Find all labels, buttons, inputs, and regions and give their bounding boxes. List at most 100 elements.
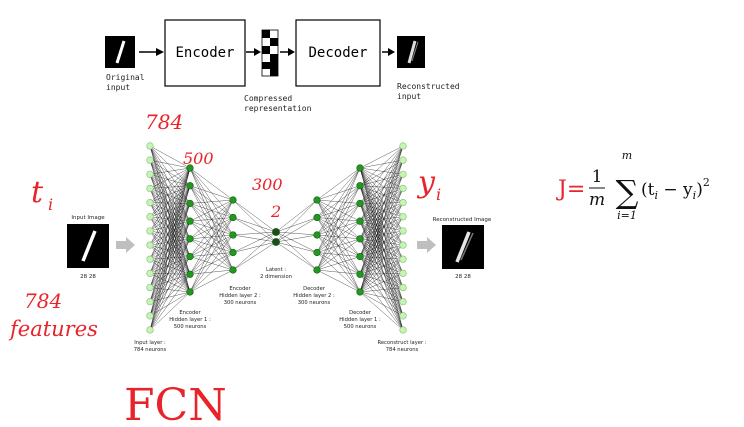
connection-line [149, 203, 191, 232]
connection-line [149, 167, 191, 331]
connection-line [359, 202, 404, 257]
enc-h2-label-3: 300 neurons [224, 300, 257, 306]
formula-lhs: J= [556, 177, 585, 202]
connection-line [275, 231, 318, 236]
output-neuron [399, 184, 407, 193]
enc-h1-label-1: Encoder [179, 310, 201, 316]
connection-line [149, 203, 191, 288]
connection-line [275, 231, 318, 271]
output-neuron [399, 255, 407, 263]
connection-line [189, 269, 234, 293]
dec-h1-neuron [356, 182, 364, 190]
reconstructed-label-2: input [397, 92, 421, 101]
connection-line [359, 216, 404, 257]
connection-line [189, 217, 234, 293]
connection-line [232, 231, 277, 271]
connection-line [149, 167, 191, 246]
connection-line [189, 252, 234, 293]
connection-line [359, 238, 404, 288]
enc-h1-neuron [186, 270, 194, 278]
connection-line [359, 291, 404, 316]
input-neuron [146, 170, 154, 178]
connection-line [275, 217, 318, 243]
connection-line [316, 185, 361, 271]
connection-line [359, 238, 404, 316]
enc-h1-neuron [186, 235, 194, 243]
connection-line [359, 256, 404, 316]
connection-line [359, 145, 404, 186]
connection-line [149, 185, 191, 316]
connection-line [275, 231, 318, 253]
connection-line [359, 256, 404, 288]
network-connections [149, 145, 404, 331]
formula-power: 2 [703, 176, 710, 189]
connection-line [149, 238, 191, 331]
connection-line [149, 167, 191, 288]
connection-line [149, 167, 191, 274]
input-neuron [146, 269, 154, 277]
connection-line [232, 241, 277, 253]
connection-line [189, 199, 234, 204]
dec-h1-neuron [356, 270, 364, 278]
dec-h2-neuron [313, 248, 321, 257]
input-neuron [146, 213, 154, 221]
output-neuron [399, 326, 407, 334]
digit-stroke [115, 40, 126, 64]
output-arrow [417, 237, 436, 253]
enc-h1-neuron [186, 199, 194, 208]
dec-h1-neuron [356, 217, 364, 225]
connection-line [149, 203, 191, 217]
connection-line [275, 241, 318, 271]
input-neuron [146, 312, 154, 320]
connection-line [232, 231, 277, 236]
connection-line [149, 174, 191, 204]
connection-line [316, 167, 361, 218]
loss-formula: J= 1 m m ∑ i=1 (ti − yi)2 [556, 149, 710, 222]
connection-line [316, 269, 361, 275]
dec-h2-neuron [313, 231, 321, 239]
arrow-head [288, 48, 295, 56]
formula-sub-2: i [693, 189, 697, 202]
output-neuron [399, 156, 407, 164]
connection-line [359, 160, 404, 239]
connection-line [359, 238, 404, 246]
connection-line [232, 241, 277, 271]
connection-line [359, 274, 404, 331]
dec-h2-label-1: Decoder [303, 286, 326, 292]
decoder-box [295, 19, 381, 87]
connection-line [359, 145, 404, 257]
connection-line [359, 160, 404, 293]
latent-label-1: Latent : [266, 267, 286, 273]
handwritten-annotations: 784 500 300 2 t i y i 784 features FCN [8, 110, 441, 427]
connection-line [359, 259, 404, 293]
enc-h1-neuron [186, 217, 194, 225]
reconstructed-image-title: Reconstructed Image [433, 217, 492, 223]
digit-blur [411, 41, 419, 62]
connection-line [232, 234, 277, 243]
connection-line [359, 274, 404, 302]
original-input-label-2: input [106, 83, 130, 92]
connection-line [359, 238, 404, 302]
connection-line [316, 221, 361, 271]
connection-line [359, 216, 404, 293]
connection-line [359, 244, 404, 275]
connection-line [359, 244, 404, 257]
connection-line [359, 216, 404, 275]
annotation-2: 2 [270, 202, 281, 221]
dec-h1-label-3: 500 neurons [344, 324, 377, 330]
connection-line [359, 256, 404, 260]
enc-h1-label-2: Hidden layer 1 : [169, 317, 211, 323]
input-layer-label-2: 784 neurons [134, 347, 167, 353]
connection-line [316, 203, 361, 271]
connection-line [359, 287, 404, 293]
input-neuron [146, 283, 154, 292]
connection-line [359, 273, 404, 293]
connection-line [359, 188, 404, 293]
reconstruct-layer-label-1: Reconstruct layer : [378, 340, 427, 346]
connection-line [359, 256, 404, 331]
output-neuron [399, 269, 407, 277]
connection-line [149, 167, 191, 203]
annotation-fcn: FCN [124, 380, 227, 427]
enc-h1-neuron [186, 252, 194, 261]
connection-line [149, 167, 191, 175]
